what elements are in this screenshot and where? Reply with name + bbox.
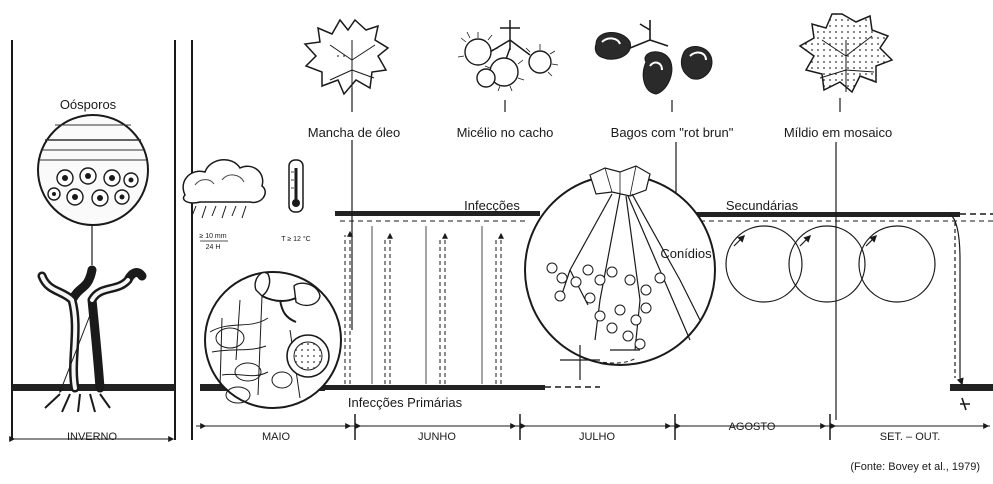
primary-infection-arrows <box>345 226 501 384</box>
thermometer-icon: T ≥ 12 °C <box>281 160 310 243</box>
label-mancha-oleo: Mancha de óleo <box>308 125 401 140</box>
label-conidios: Conídios <box>660 246 712 261</box>
month-agosto: AGOSTO <box>729 421 776 433</box>
rain-threshold-label: ≥ 10 mm <box>199 233 226 240</box>
label-infeccoes-primarias: Infecções Primárias <box>348 395 463 410</box>
grape-cluster-icon <box>458 20 558 112</box>
secondary-infection-cycles <box>726 226 935 302</box>
rain-duration-label: 24 H <box>206 244 221 251</box>
label-infeccoes: Infecções <box>464 198 520 213</box>
label-secundarias: Secundárias <box>726 198 799 213</box>
grape-leaf-icon <box>305 20 388 330</box>
source-credit: (Fonte: Bovey et al., 1979) <box>850 461 980 473</box>
label-mildio-mosaico: Míldio em mosaico <box>784 125 892 140</box>
month-junho: JUNHO <box>418 431 456 443</box>
month-maio: MAIO <box>262 431 291 443</box>
month-julho: JULHO <box>579 431 616 443</box>
ground-bar <box>12 384 993 391</box>
label-oosporos: Oósporos <box>60 97 117 112</box>
conidiophore-circle <box>525 166 715 380</box>
season-end-descent <box>950 214 970 410</box>
temperature-label: T ≥ 12 °C <box>281 235 310 243</box>
month-timeline: INVERNO MAIO JUNHO JULHO AGOSTO SET. – O… <box>14 414 990 443</box>
germinating-oospore-circle <box>205 272 341 408</box>
oospore-circle <box>38 115 148 265</box>
label-bagos-rot-brun: Bagos com "rot brun" <box>611 125 734 140</box>
label-micelio-cacho: Micélio no cacho <box>457 125 554 140</box>
month-inverno: INVERNO <box>67 431 118 443</box>
rain-cloud-icon: ≥ 10 mm 24 H <box>183 160 265 251</box>
month-set-out: SET. – OUT. <box>880 431 941 443</box>
